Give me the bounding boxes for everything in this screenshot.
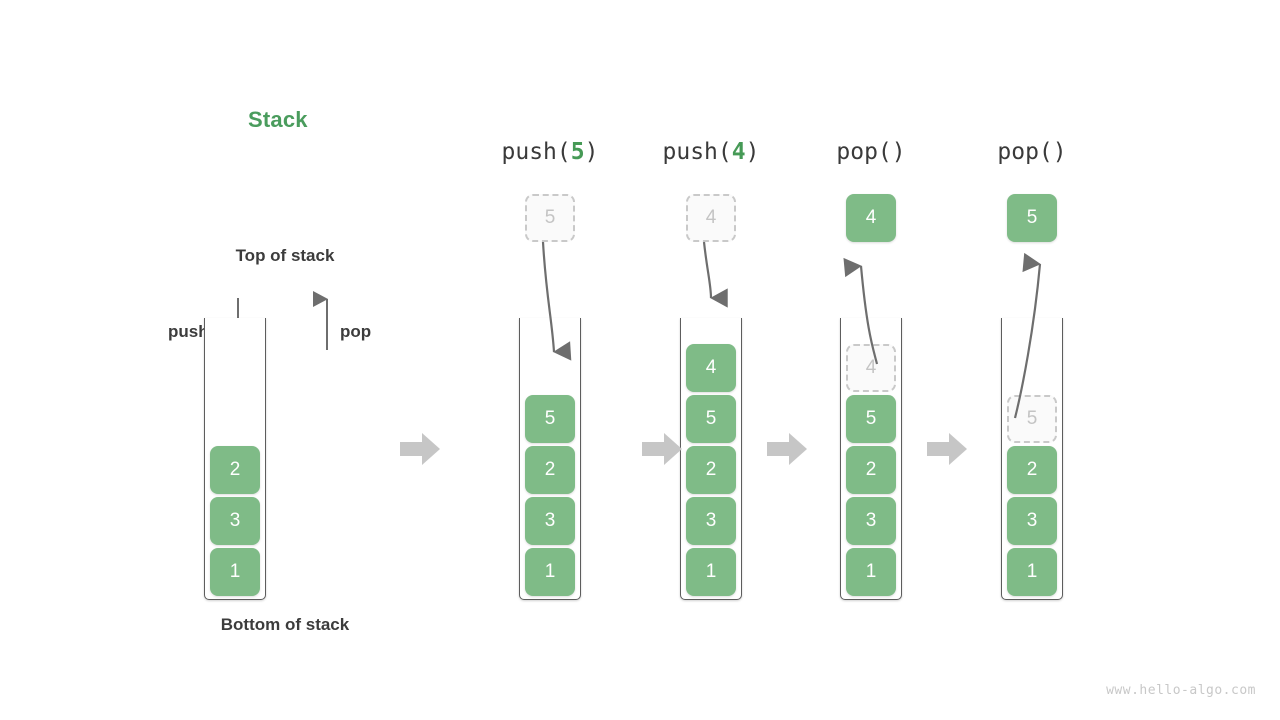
operation-title-pop-5: pop() xyxy=(952,139,1112,165)
pop-label: pop xyxy=(340,322,372,341)
page-title: Stack xyxy=(248,107,308,132)
stack-cell: 2 xyxy=(846,446,896,494)
op-title-argument: 5 xyxy=(570,139,585,165)
popped-value-box: 5 xyxy=(1007,194,1057,242)
stack-cell: 1 xyxy=(525,548,575,596)
popped-value-box: 4 xyxy=(846,194,896,242)
op-title-argument: 4 xyxy=(731,139,746,165)
operation-title-pop-4: pop() xyxy=(791,139,951,165)
watermark: www.hello-algo.com xyxy=(1106,683,1256,698)
arrow-right-icon xyxy=(398,430,442,468)
push-label: push xyxy=(168,322,209,341)
stack-cell: 2 xyxy=(210,446,260,494)
operation-title-push-4: push(4) xyxy=(631,139,791,165)
stack-cell: 5 xyxy=(686,395,736,443)
arrow-right-icon xyxy=(925,430,969,468)
op-title-prefix: pop( xyxy=(836,139,892,165)
stack-cell: 5 xyxy=(525,395,575,443)
arrow-right-icon xyxy=(640,430,684,468)
incoming-value-box: 4 xyxy=(686,194,736,242)
stack-cell: 1 xyxy=(1007,548,1057,596)
stack-cell: 2 xyxy=(525,446,575,494)
stack-cell: 4 xyxy=(686,344,736,392)
stack-cell: 3 xyxy=(1007,497,1057,545)
stack-cell: 3 xyxy=(210,497,260,545)
arrow-right-icon xyxy=(765,430,809,468)
op-title-suffix: ) xyxy=(584,139,599,165)
stack-cell: 2 xyxy=(1007,446,1057,494)
stack-cell-ghost: 4 xyxy=(846,344,896,392)
stack-cell: 3 xyxy=(846,497,896,545)
op-title-suffix: ) xyxy=(891,139,906,165)
op-title-prefix: push( xyxy=(662,139,732,165)
stack-cell-ghost: 5 xyxy=(1007,395,1057,443)
stack-cell: 1 xyxy=(686,548,736,596)
bottom-of-stack-label: Bottom of stack xyxy=(220,615,350,634)
op-title-prefix: push( xyxy=(501,139,571,165)
operation-title-push-5: push(5) xyxy=(470,139,630,165)
stack-cell: 3 xyxy=(686,497,736,545)
top-of-stack-label: Top of stack xyxy=(235,246,335,265)
stack-cell: 1 xyxy=(846,548,896,596)
op-title-suffix: ) xyxy=(745,139,760,165)
stack-cell: 5 xyxy=(846,395,896,443)
op-title-prefix: pop( xyxy=(997,139,1053,165)
stack-cell: 3 xyxy=(525,497,575,545)
incoming-value-box: 5 xyxy=(525,194,575,242)
stack-cell: 2 xyxy=(686,446,736,494)
stack-cell: 1 xyxy=(210,548,260,596)
op-title-suffix: ) xyxy=(1052,139,1067,165)
